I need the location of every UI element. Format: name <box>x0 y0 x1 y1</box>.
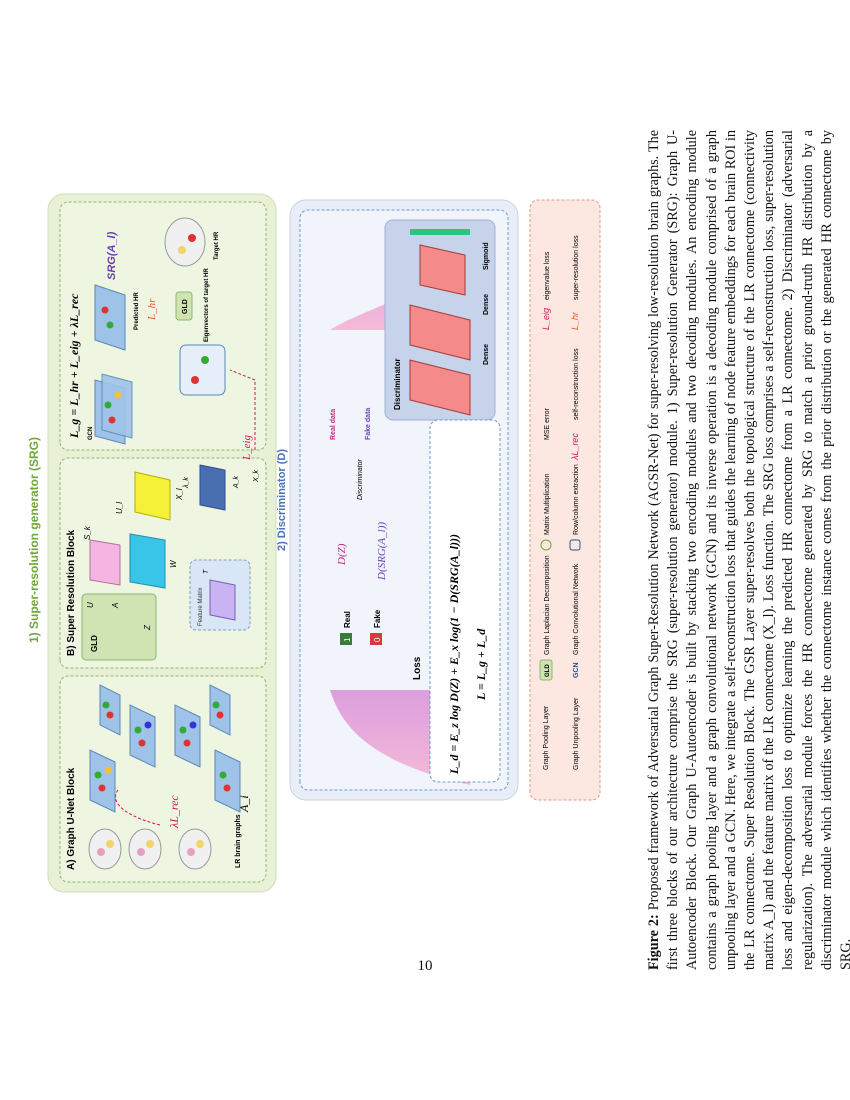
feature-matrix-sheet <box>209 579 236 621</box>
eigen-node2 <box>201 356 209 364</box>
legend-pool: Graph Pooling Layer <box>543 705 550 770</box>
loss-g: L_g = L_hr + L_eig + λL_rec <box>67 293 81 439</box>
legend-matmul-icon <box>540 539 552 551</box>
legend-gcn: Graph Convolutional Network <box>573 563 580 655</box>
target-hr-label: Target HR <box>214 231 220 260</box>
unet-title: A) Graph U-Net Block <box>66 767 77 870</box>
legend-matmul: Matrix Multiplication <box>544 473 551 535</box>
caption-label: Figure 2: <box>646 914 662 970</box>
feature-matrix-label: Feature Matrix <box>198 587 204 626</box>
loss-total: L = L_g + L_d <box>474 628 488 701</box>
page-number: 10 <box>417 958 433 974</box>
legend-gcn-sym: GCN <box>573 662 580 678</box>
unet-graph-layers <box>89 684 241 813</box>
figure-caption: Figure 2: Proposed framework of Adversar… <box>645 130 850 970</box>
legend-leig-sym: L_eig <box>541 308 551 330</box>
srg-title: 1) Super-resolution generator (SRG) <box>27 437 41 643</box>
fake-box-text: 0 <box>373 637 382 642</box>
sym-ak: A_k <box>233 475 240 489</box>
matrix-blue <box>199 464 226 511</box>
caption-text: Proposed framework of Adversarial Graph … <box>646 129 850 970</box>
sym-ul: U_l <box>115 502 124 514</box>
gld-box-2 <box>175 291 193 321</box>
matrix-yellow <box>134 471 171 521</box>
sym-a: A <box>111 603 120 609</box>
loss-title: Loss <box>412 656 423 680</box>
discriminator-small: Discriminator <box>357 458 364 500</box>
fake-data-label: Fake data <box>365 408 372 440</box>
real-data-label: Real data <box>330 409 337 440</box>
gld-subblock <box>81 593 157 661</box>
legend-mse: MSE error <box>544 407 551 440</box>
discriminator-label: Discriminator <box>393 358 402 410</box>
legend-unpool: Graph Unpooling Layer <box>573 697 580 770</box>
dense-label-2: Dense <box>483 294 490 315</box>
sigmoid-label: Sigmoid <box>483 242 490 270</box>
matrix-cyan <box>129 533 166 589</box>
predicted-hr-plane <box>94 284 126 351</box>
sym-t: T <box>203 569 210 574</box>
sym-sk: S_k <box>83 525 92 540</box>
legend-gld-box-text: GLD <box>545 664 551 677</box>
pred-node2 <box>101 306 109 314</box>
output-layer <box>419 244 466 296</box>
dsrg-label: D(SRG(A_l)) <box>376 522 388 581</box>
rec-loss-arrow <box>114 789 161 826</box>
sigmoid-bar <box>410 229 470 235</box>
loss-d: L_d = E_z log D(Z) + E_x log(1 − D(SRG(A… <box>447 534 461 775</box>
eigenvectors-label: Eigenvectors of target HR <box>204 268 210 342</box>
fake-label: Fake <box>373 609 382 628</box>
loss-box <box>429 419 501 783</box>
target-node2 <box>188 234 196 242</box>
l-eig-label: L_eig <box>241 434 253 461</box>
dense-label-1: Dense <box>483 344 490 365</box>
target-node <box>178 246 186 254</box>
eigen-node <box>191 376 199 384</box>
real-label: Real <box>343 611 352 628</box>
gcn-stack <box>94 373 133 445</box>
legend-lhr-sym: L_hr <box>570 311 580 330</box>
legend-lhr: super-resolution loss <box>573 235 580 300</box>
eig-loss-arrow <box>229 369 256 450</box>
real-box <box>340 633 352 645</box>
l-hr-label: L_hr <box>146 298 158 321</box>
real-box-text: 1 <box>343 637 352 642</box>
pred-node <box>106 321 114 329</box>
legend-rowcol: Row/column extraction <box>573 464 580 535</box>
dz-label: D(Z) <box>336 543 348 566</box>
output-block <box>59 201 267 451</box>
dense-layer-1 <box>409 359 471 416</box>
target-hr-brain <box>164 217 206 267</box>
legend-gld-box <box>539 659 553 681</box>
dense-layer-2 <box>409 304 471 361</box>
eigen-box <box>179 344 226 396</box>
sym-u: U <box>86 602 95 608</box>
legend-box <box>529 199 601 801</box>
sym-xk: X_k <box>253 469 260 483</box>
legend-lrec: self-reconstruction loss <box>573 348 580 420</box>
sym-w: W <box>169 559 178 568</box>
sym-xl: X_l <box>175 488 184 501</box>
gld-label-2: GLD <box>182 299 189 314</box>
legend-leig: eigenvalue loss <box>544 251 551 300</box>
legend-rowcol-icon <box>569 539 581 551</box>
lambda-rec-label: λL_rec <box>167 795 181 829</box>
sym-z: Z <box>143 624 152 631</box>
sr-title: B) Super Resolution Block <box>66 529 77 656</box>
srg-at: SRG(A_l) <box>106 231 118 280</box>
predicted-hr-label: Predicted HR <box>134 292 140 330</box>
lr-brain-graphs <box>88 828 212 870</box>
lr-brain-label: LR brain graphs <box>235 814 242 868</box>
disc-title: 2) Discriminator (D) <box>276 449 288 551</box>
sym-lambda: λ_k <box>183 477 190 489</box>
gcn-label: GCN <box>88 427 94 440</box>
gld-label: GLD <box>90 635 99 652</box>
legend-lrec-sym: λL_rec <box>570 433 580 461</box>
legend-gld: Graph Laplacian Decomposition <box>544 555 551 655</box>
matrix-pink <box>89 539 121 586</box>
fake-box <box>370 633 382 645</box>
